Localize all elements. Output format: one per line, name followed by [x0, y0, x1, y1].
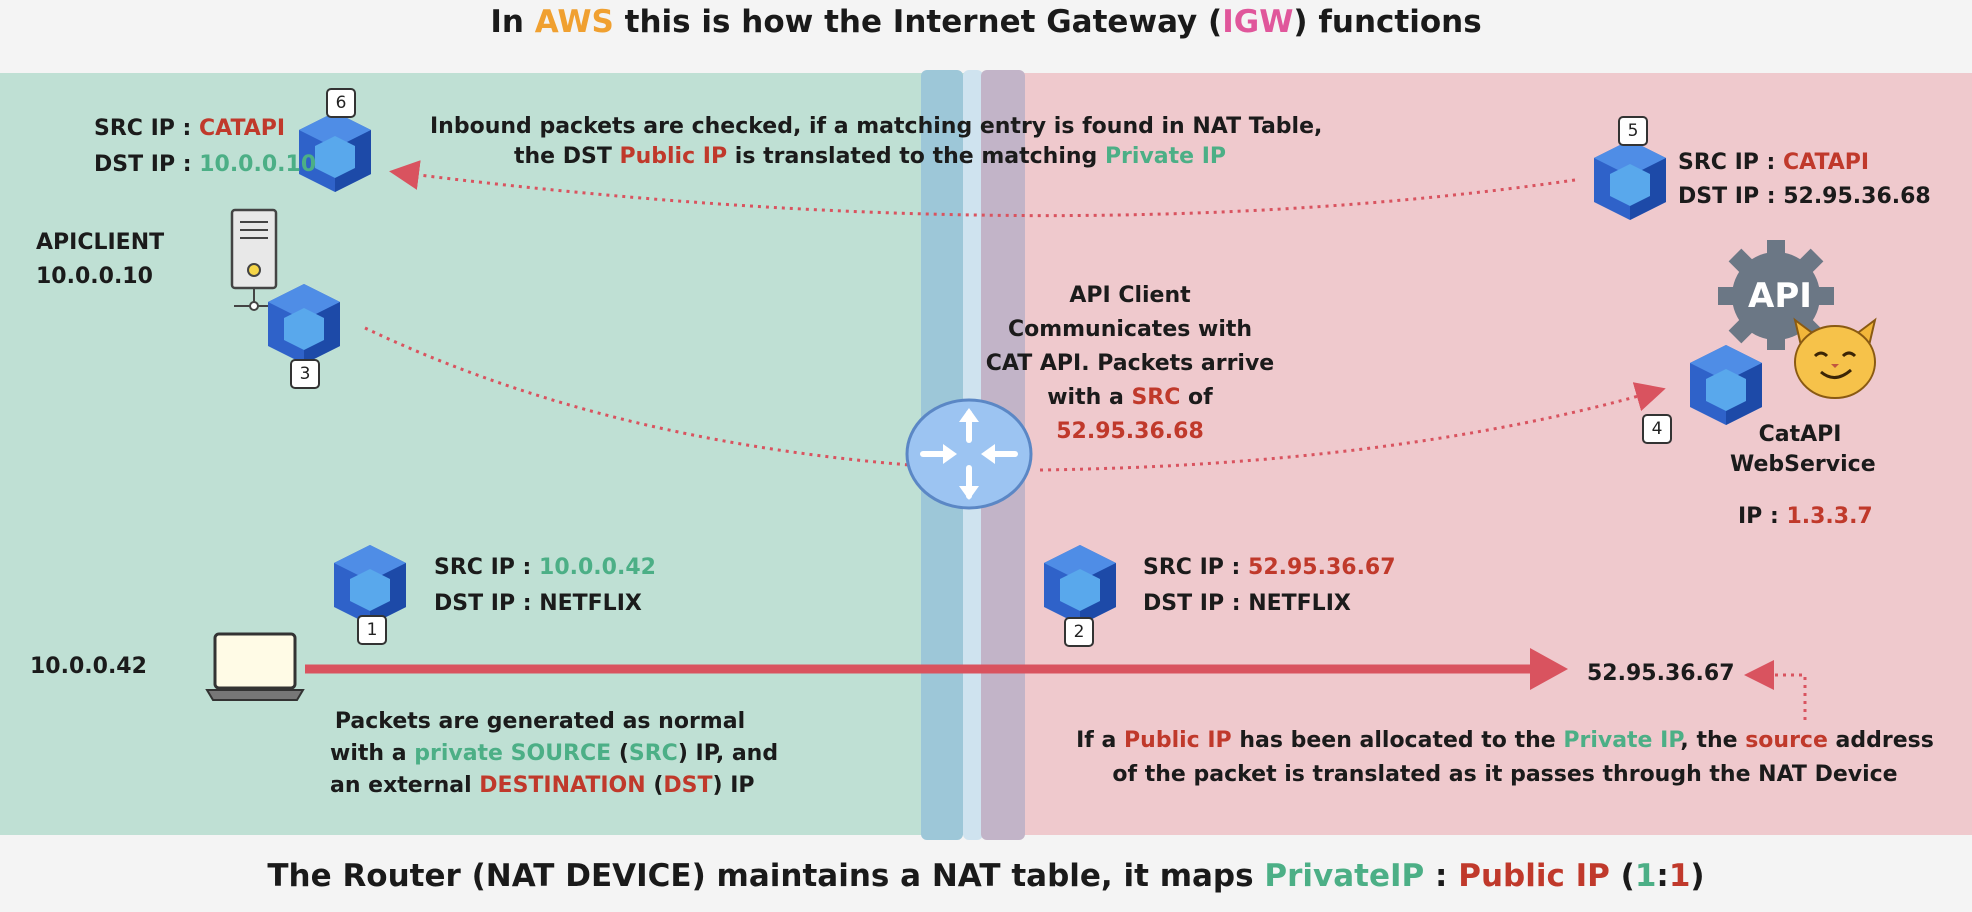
packet-6-src: SRC IP : CATAPI — [94, 116, 286, 141]
packet-6-cube-icon — [295, 110, 375, 198]
client-to-router-dotted — [364, 326, 911, 467]
catapi-name: CatAPI WebService — [1730, 422, 1876, 477]
translation-note: If a Public IP has been allocated to the… — [1076, 728, 1934, 787]
diagram-title: In AWS this is how the Internet Gateway … — [490, 4, 1482, 40]
packet-generation-note: Packets are generated as normal with a p… — [330, 709, 779, 798]
outbound-arrowhead — [1530, 648, 1568, 690]
catapi-ip: IP : 1.3.3.7 — [1738, 504, 1873, 529]
apiclient-name: APICLIENT — [36, 230, 165, 255]
packet-1-cube-icon — [330, 543, 410, 631]
laptop-ip: 10.0.0.42 — [30, 654, 147, 679]
public-ip: 52.95.36.67 — [1587, 661, 1735, 686]
packet-4-cube-icon — [1686, 343, 1766, 431]
apiclient-ip: 10.0.0.10 — [36, 264, 153, 289]
packet-5-badge: 5 — [1618, 116, 1648, 146]
server-icon — [230, 208, 280, 320]
private-network-zone — [0, 73, 1007, 835]
packet-3-badge: 3 — [290, 359, 320, 389]
packet-2-badge: 2 — [1064, 617, 1094, 647]
packet-1-dst: DST IP : NETFLIX — [434, 591, 642, 616]
router-note: API Client Communicates with CAT API. Pa… — [985, 283, 1275, 444]
public-internet-zone — [1007, 73, 1972, 835]
packet-5-dst: DST IP : 52.95.36.68 — [1678, 184, 1931, 209]
inbound-note: Inbound packets are checked, if a matchi… — [430, 114, 1323, 169]
packet-4-badge: 4 — [1642, 414, 1672, 444]
packet-3-cube-icon — [264, 282, 344, 370]
packet-5-src: SRC IP : CATAPI — [1678, 150, 1870, 175]
packet-1-src: SRC IP : 10.0.0.42 — [434, 555, 656, 580]
laptop-icon — [205, 632, 305, 706]
api-gear-label: API — [1748, 276, 1812, 316]
packet-6-badge: 6 — [326, 88, 356, 118]
igw-label: IGW — [1222, 4, 1294, 40]
translation-hook-arrow — [1744, 660, 1807, 720]
cat-face-icon — [1785, 310, 1885, 406]
packet-5-cube-icon — [1590, 138, 1670, 226]
nat-table-footer: The Router (NAT DEVICE) maintains a NAT … — [267, 858, 1705, 894]
aws-label: AWS — [534, 4, 614, 40]
packet-1-badge: 1 — [357, 615, 387, 645]
packet-6-dst: DST IP : 10.0.0.10 — [94, 152, 317, 177]
packet-2-src: SRC IP : 52.95.36.67 — [1143, 555, 1396, 580]
packet-2-cube-icon — [1040, 543, 1120, 631]
router-icon — [905, 398, 1033, 510]
packet-2-dst: DST IP : NETFLIX — [1143, 591, 1351, 616]
inbound-dotted-arrow — [389, 160, 1576, 218]
